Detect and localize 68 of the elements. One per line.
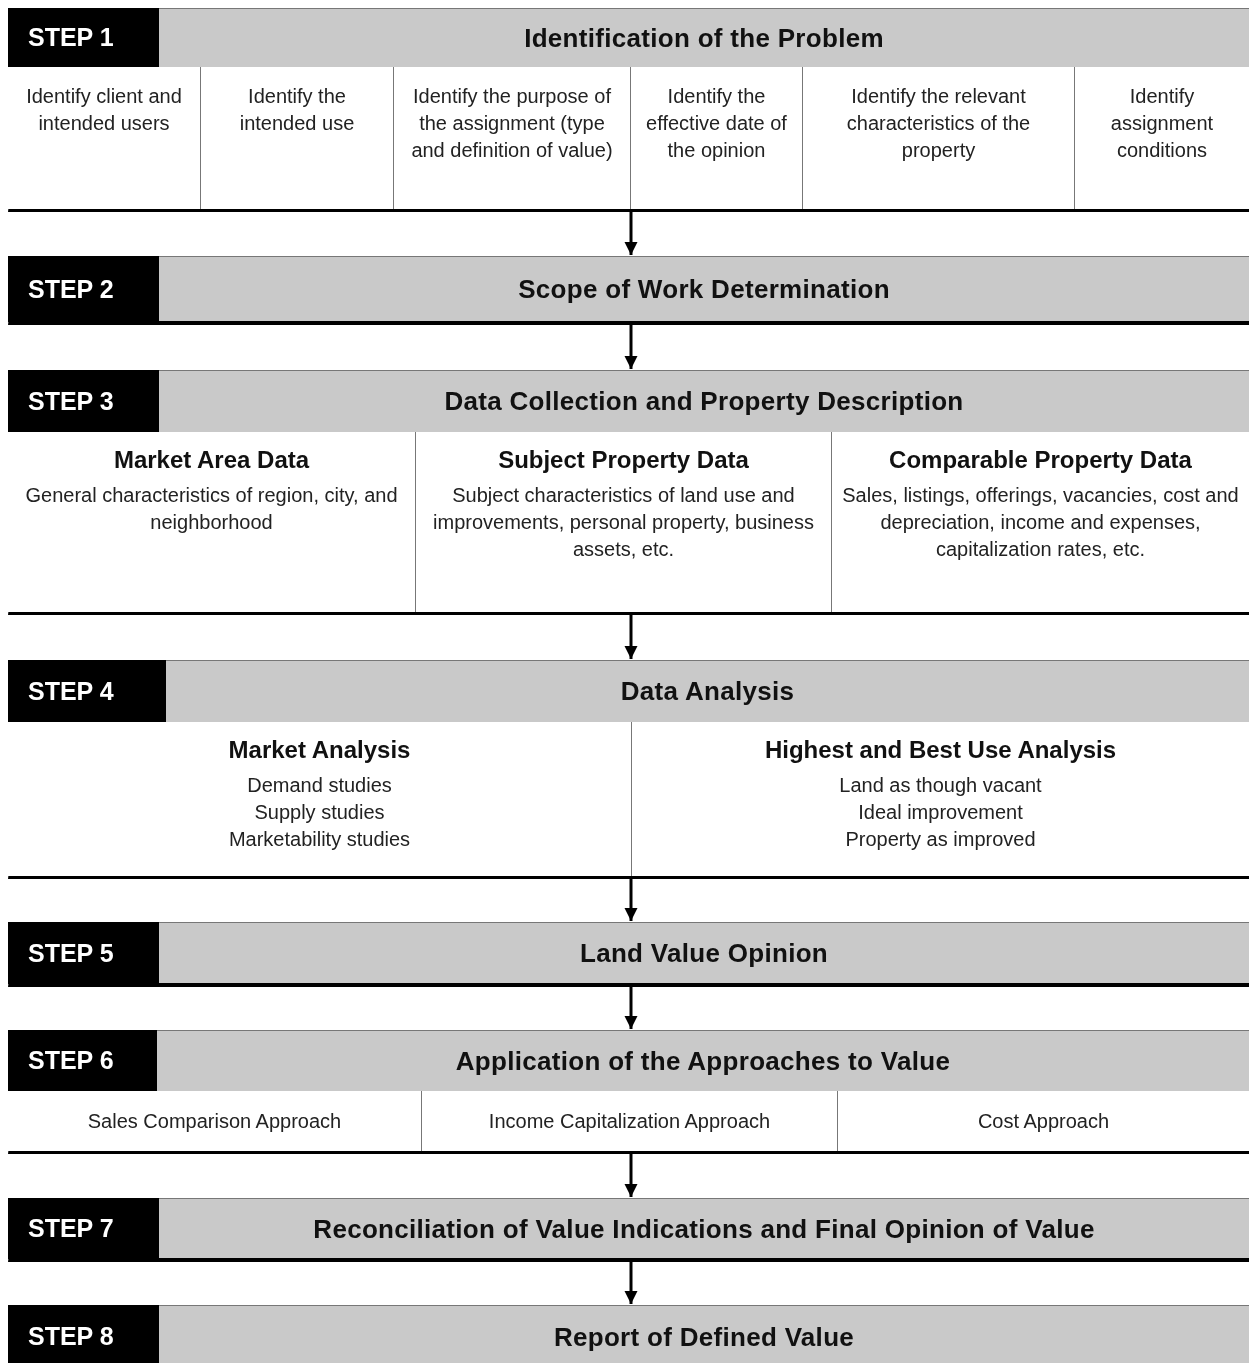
step-panel <box>8 8 1249 212</box>
arrow <box>624 325 638 369</box>
task-text: Sales Comparison Approach <box>87 1108 342 1134</box>
arrow <box>624 1154 638 1197</box>
arrow <box>624 1262 638 1304</box>
data-cell <box>8 722 632 876</box>
task-text: Cost Approach <box>977 1108 1110 1134</box>
step-badge: STEP 4 <box>8 660 166 722</box>
task-text: Income Capitalization Approach <box>488 1108 771 1134</box>
cell-text: Property as improved <box>845 827 1036 852</box>
data-cell <box>8 432 416 612</box>
cell-heading: Market Area Data <box>113 446 310 474</box>
task-cell <box>631 67 803 209</box>
cell-text: Ideal improvement <box>858 800 1023 825</box>
step-panel <box>8 1198 1249 1262</box>
cell-text: Demand studies <box>247 773 392 798</box>
step-panel <box>8 370 1249 615</box>
step-title: Application of the Approaches to Value <box>454 1044 952 1078</box>
cell-text: Subject characteristics of land use and improvements, personal property, business assets, etc. <box>432 483 815 562</box>
task-cell <box>422 1091 838 1151</box>
cell-text: Land as though vacant <box>839 773 1042 798</box>
step-badge: STEP 8 <box>8 1305 159 1363</box>
task-cell <box>8 67 201 209</box>
step-panel <box>8 1305 1249 1363</box>
cell-text: Sales, listings, offerings, vacancies, cost and depreciation, income and expenses, capitalization rates, etc. <box>841 483 1240 562</box>
step-title: Reconciliation of Value Indications and Final Opinion of Value <box>312 1212 1096 1246</box>
task-text: Identify the effective date of the opinion <box>645 84 788 163</box>
step-panel <box>8 1030 1249 1154</box>
task-text: Identify client and intended users <box>25 84 183 136</box>
cell-heading: Market Analysis <box>228 736 411 764</box>
data-cell <box>416 432 832 612</box>
cell-text: Marketability studies <box>228 827 411 852</box>
step-title: Scope of Work Determination <box>517 273 891 306</box>
task-cell <box>201 67 394 209</box>
step-badge: STEP 1 <box>8 8 159 67</box>
step-panel <box>8 660 1249 879</box>
data-cell <box>832 432 1249 612</box>
step-title: Identification of the Problem <box>523 21 885 55</box>
step-badge: STEP 5 <box>8 922 159 984</box>
step-title: Report of Defined Value <box>552 1320 856 1354</box>
cell-heading: Highest and Best Use Analysis <box>764 736 1117 764</box>
step-panel <box>8 922 1249 987</box>
arrow <box>624 879 638 921</box>
task-cell <box>803 67 1075 209</box>
task-cell <box>8 1091 422 1151</box>
step-panel <box>8 256 1249 325</box>
task-text: Identify assignment conditions <box>1109 84 1215 163</box>
arrow <box>624 615 638 659</box>
step-badge: STEP 2 <box>8 256 159 322</box>
task-cell <box>838 1091 1249 1151</box>
cell-heading: Comparable Property Data <box>889 446 1192 474</box>
step-badge: STEP 6 <box>8 1030 157 1091</box>
task-cell <box>394 67 631 209</box>
step-title: Data Collection and Property Description <box>443 385 965 418</box>
task-text: Identify the purpose of the assignment (type and definition of value) <box>410 84 614 163</box>
step-badge: STEP 7 <box>8 1198 159 1259</box>
cell-text: General characteristics of region, city, and neighborhood <box>24 483 399 535</box>
cell-heading: Subject Property Data <box>498 446 749 474</box>
arrow <box>624 987 638 1029</box>
arrow <box>624 212 638 255</box>
step-badge: STEP 3 <box>8 370 159 432</box>
cell-text: Supply studies <box>254 800 385 825</box>
data-cell <box>632 722 1249 876</box>
task-cell <box>1075 67 1249 209</box>
step-title: Land Value Opinion <box>578 937 830 970</box>
task-text: Identify the relevant characteristics of the property <box>845 84 1032 163</box>
step-title: Data Analysis <box>619 675 796 708</box>
task-text: Identify the intended use <box>238 84 356 136</box>
